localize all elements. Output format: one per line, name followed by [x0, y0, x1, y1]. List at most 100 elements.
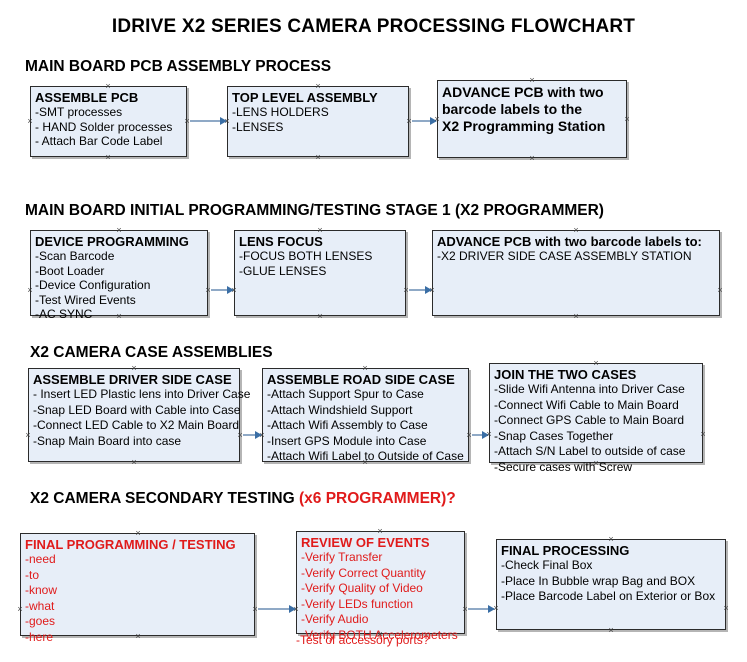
flow-box-assemble-road-side-case[interactable]: ASSEMBLE ROAD SIDE CASE -Attach Support … [262, 368, 469, 463]
box-line: -here [25, 629, 54, 644]
flow-box-final-processing[interactable]: FINAL PROCESSING -Check Final Box -Place… [496, 539, 726, 630]
flow-box-final-programming-testing[interactable]: FINAL PROGRAMMING / TESTING -need -to -k… [20, 533, 255, 644]
box-line: -Snap LED Board with Cable into Case [33, 402, 241, 417]
connector-final-programming-to-review-of-events [258, 605, 296, 613]
connection-handle-bottom[interactable] [362, 459, 369, 466]
box-line: - Attach Bar Code Label [35, 134, 163, 148]
connection-handle-bottom[interactable] [116, 313, 123, 320]
section-heading-x2-camera-secondary-testing: X2 CAMERA SECONDARY TESTING (x6 PROGRAMM… [30, 490, 456, 508]
box-line: -SMT processes [35, 105, 123, 119]
flow-box-join-the-two-cases[interactable]: JOIN THE TWO CASES -Slide Wifi Antenna i… [489, 363, 703, 474]
box-title: ASSEMBLE PCB [35, 90, 139, 105]
box-line: - HAND Solder processes [35, 119, 173, 134]
connection-handle-right[interactable] [624, 116, 631, 123]
flow-box-advance-pcb-programming-station[interactable]: ADVANCE PCB with two barcode labels to t… [437, 80, 627, 158]
box-line: -to [25, 567, 40, 582]
box-line: -Boot Loader [35, 263, 105, 278]
connection-handle-bottom[interactable] [105, 154, 112, 161]
box-line: -what [25, 598, 55, 613]
flow-box-advance-pcb-driver-side-case[interactable]: ADVANCE PCB with two barcode labels to: … [432, 230, 720, 316]
connection-handle-top[interactable] [608, 536, 615, 543]
connection-handle-top[interactable] [573, 227, 580, 234]
connection-handle-bottom[interactable] [135, 633, 142, 640]
box-line: -Snap Main Board into case [33, 433, 182, 448]
box-line: -Verify Transfer [301, 550, 383, 564]
flow-box-assemble-pcb[interactable]: ASSEMBLE PCB -SMT processes - HAND Solde… [30, 86, 187, 157]
box-line: -Device Configuration [35, 278, 151, 292]
connection-handle-top[interactable] [131, 365, 138, 372]
connection-handle-bottom[interactable] [131, 459, 138, 466]
connection-handle-left[interactable] [293, 606, 300, 613]
box-line: -Slide Wifi Antenna into Driver Case [494, 382, 685, 396]
connection-handle-left[interactable] [224, 118, 231, 125]
box-line: -Attach Windshield Support [267, 402, 413, 417]
box-title: FINAL PROCESSING [501, 543, 630, 558]
connection-handle-top[interactable] [362, 365, 369, 372]
box-title: ADVANCE PCB with two [442, 84, 604, 100]
box-line: -Attach Support Spur to Case [267, 387, 424, 401]
box-title: REVIEW OF EVENTS [301, 535, 430, 550]
connection-handle-left[interactable] [17, 606, 24, 613]
flow-box-device-programming[interactable]: DEVICE PROGRAMMING -Scan Barcode -Boot L… [30, 230, 208, 321]
connection-handle-bottom[interactable] [315, 154, 322, 161]
section-heading-text: X2 CAMERA CASE ASSEMBLIES [30, 344, 273, 361]
box-line: -Place Barcode Label on Exterior or Box [501, 589, 716, 603]
box-overflow-line: -Test of accessory ports? [296, 633, 430, 647]
connection-handle-right[interactable] [700, 431, 707, 438]
page-title: IDRIVE X2 SERIES CAMERA PROCESSING FLOWC… [111, 16, 636, 37]
connection-handle-top[interactable] [377, 528, 384, 535]
connection-handle-bottom[interactable] [377, 631, 384, 638]
connection-handle-top[interactable] [116, 227, 123, 234]
connection-handle-left[interactable] [27, 118, 34, 125]
box-line: -Verify LEDs function [301, 596, 414, 611]
box-line: -LENS HOLDERS [232, 105, 329, 119]
box-line: -Attach Wifi Label to Outside of Case [267, 449, 464, 463]
box-line: -FOCUS BOTH LENSES [239, 249, 373, 263]
section-heading-main-board-initial-programming: MAIN BOARD INITIAL PROGRAMMING/TESTING S… [25, 202, 604, 220]
connection-handle-left[interactable] [27, 287, 34, 294]
box-title: DEVICE PROGRAMMING [35, 234, 189, 249]
box-title: ASSEMBLE ROAD SIDE CASE [267, 372, 455, 387]
box-line: -Attach S/N Label to outside of case [494, 444, 686, 458]
box-line: -Check Final Box [501, 558, 593, 572]
connection-handle-left[interactable] [429, 287, 436, 294]
connection-handle-left[interactable] [25, 432, 32, 439]
section-heading-accent: (x6 PROGRAMMER)? [299, 490, 456, 507]
connection-handle-top[interactable] [105, 83, 112, 90]
connection-handle-left[interactable] [434, 116, 441, 123]
connection-handle-left[interactable] [259, 432, 266, 439]
connection-handle-left[interactable] [486, 431, 493, 438]
box-line: -AC SYNC [35, 307, 93, 321]
box-title: JOIN THE TWO CASES [494, 367, 637, 382]
connector-assemble-pcb-to-top-level-assembly [190, 117, 227, 125]
flow-box-assemble-driver-side-case[interactable]: ASSEMBLE DRIVER SIDE CASE - Insert LED P… [28, 368, 251, 462]
box-title: FINAL PROGRAMMING / TESTING [25, 537, 236, 552]
connection-handle-right[interactable] [717, 287, 724, 294]
box-line: -Verify Correct Quantity [301, 565, 426, 580]
box-line: -Test Wired Events [35, 292, 136, 307]
connection-handle-top[interactable] [317, 227, 324, 234]
box-line: barcode labels to the [442, 101, 583, 117]
box-title: ASSEMBLE DRIVER SIDE CASE [33, 372, 232, 387]
connection-handle-left[interactable] [231, 287, 238, 294]
flow-box-top-level-assembly[interactable]: TOP LEVEL ASSEMBLY -LENS HOLDERS -LENSES [227, 86, 409, 157]
connection-handle-top[interactable] [135, 530, 142, 537]
connection-handle-bottom[interactable] [608, 627, 615, 634]
connection-handle-top[interactable] [529, 77, 536, 84]
connection-handle-top[interactable] [593, 360, 600, 367]
box-title: LENS FOCUS [239, 234, 323, 249]
connection-handle-bottom[interactable] [593, 460, 600, 467]
box-line: -goes [25, 614, 56, 628]
flow-box-lens-focus[interactable]: LENS FOCUS -FOCUS BOTH LENSES -GLUE LENS… [234, 230, 406, 316]
box-line: - Insert LED Plastic lens into Driver Ca… [33, 387, 251, 401]
connection-handle-bottom[interactable] [529, 155, 536, 162]
connector-top-level-assembly-to-advance-pcb [412, 117, 437, 125]
connection-handle-right[interactable] [723, 605, 730, 612]
section-heading-text: MAIN BOARD PCB ASSEMBLY PROCESS [25, 58, 332, 75]
connection-handle-bottom[interactable] [573, 313, 580, 320]
connection-handle-bottom[interactable] [317, 313, 324, 320]
connection-handle-left[interactable] [493, 605, 500, 612]
connection-handle-top[interactable] [315, 83, 322, 90]
flow-box-review-of-events[interactable]: REVIEW OF EVENTS -Verify Transfer -Verif… [296, 531, 465, 642]
